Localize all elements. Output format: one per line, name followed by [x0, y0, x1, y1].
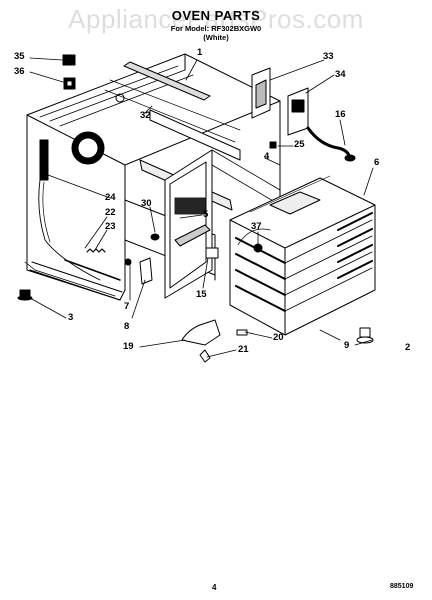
callout-35: 35: [14, 51, 25, 62]
callout-16: 16: [335, 109, 346, 120]
callout-19: 19: [123, 341, 134, 352]
callout-8: 8: [124, 321, 130, 332]
diagram-title: OVEN PARTS: [171, 8, 261, 23]
callout-32: 32: [140, 110, 151, 121]
callout-7: 7: [124, 301, 130, 312]
callout-36: 36: [14, 66, 25, 77]
model-subtitle: For Model: RF302BXGW0: [170, 24, 262, 33]
callout-20: 20: [273, 332, 284, 343]
callout-3: 3: [68, 312, 74, 323]
callout-25: 25: [294, 139, 305, 150]
callout-24: 24: [105, 192, 116, 203]
callout-5: 5: [203, 209, 209, 220]
callout-9: 9: [344, 340, 350, 351]
page-number: 4: [212, 583, 217, 592]
leader-lines: [29, 57, 374, 358]
callout-23: 23: [105, 221, 116, 232]
small-parts: [17, 54, 374, 363]
callout-33: 33: [323, 51, 334, 62]
convection-fan: [71, 93, 125, 165]
callout-37: 37: [251, 221, 262, 232]
callout-22: 22: [105, 207, 116, 218]
side-panel-wiring: [38, 139, 121, 281]
callout-2: 2: [405, 342, 411, 353]
reference-code: 885109: [390, 583, 414, 590]
callout-34: 34: [335, 69, 346, 80]
color-subtitle: (White): [203, 33, 229, 42]
callout-30: 30: [141, 198, 152, 209]
callout-21: 21: [238, 344, 249, 355]
door-frame: [164, 149, 281, 299]
callout-6: 6: [374, 157, 380, 168]
callout-15: 15: [196, 289, 207, 300]
callout-4: 4: [264, 151, 270, 162]
watermark: AppliancePartsPros.com: [68, 4, 364, 34]
callout-1: 1: [197, 47, 203, 58]
oven-cavity: [229, 175, 376, 336]
oven-frame: [24, 53, 281, 301]
